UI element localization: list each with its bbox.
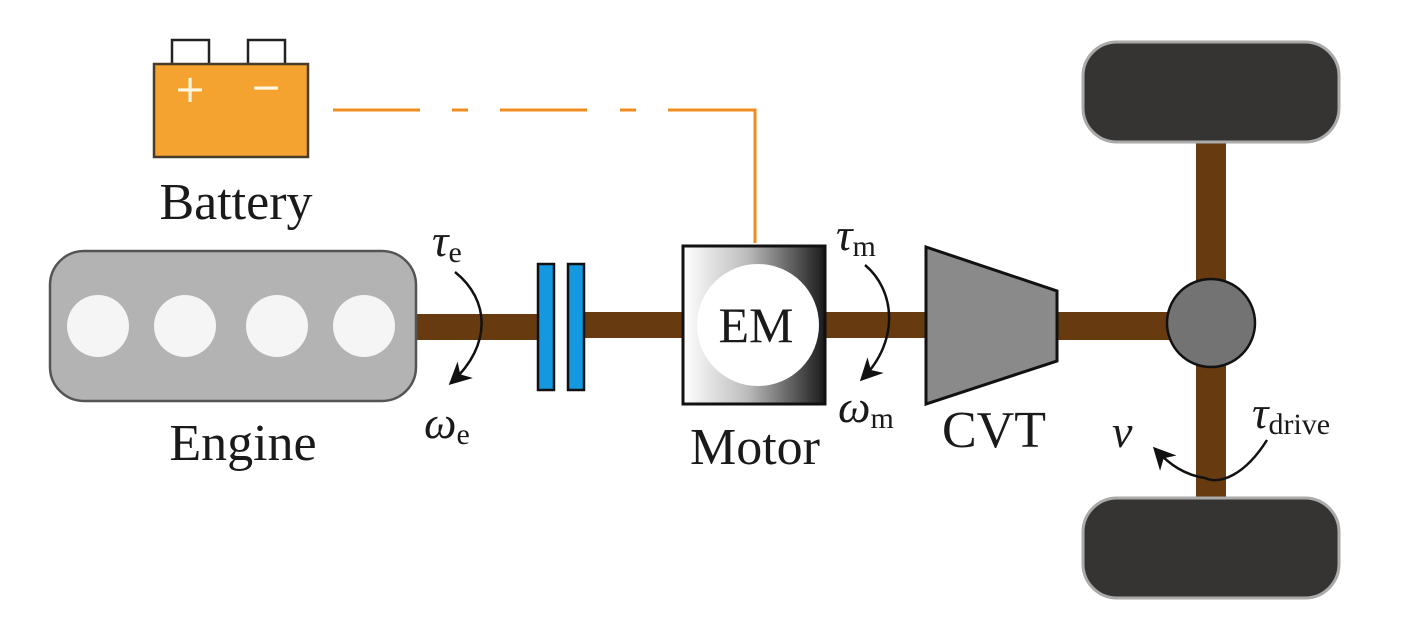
battery-minus-sign: − [250,65,282,109]
clutch-motor-shaft [584,312,684,338]
engine-block [48,249,418,403]
engine-rotation-arrow [448,271,483,386]
drive-rotation-arrow [1152,439,1269,482]
motor-rotation-arrow [859,264,891,382]
clutch-plate-right [566,262,586,392]
clutch-plate-left [536,262,556,392]
motor-cvt-shaft [824,312,928,338]
vehicle-velocity-symbol: v [1112,406,1133,457]
motor-label: Motor [690,419,820,476]
battery-terminal-positive [170,38,211,67]
engine [48,249,418,403]
motor-inner-label: EM [719,297,794,353]
motor-rotor [697,264,819,386]
drive-torque-symbol: τdrive [1252,387,1330,441]
engine-speed-symbol: ωe [424,397,470,451]
engine-clutch-shaft [412,314,538,340]
engine-label: Engine [169,415,316,472]
motor: EM [681,244,827,406]
battery-terminal-negative [246,38,287,67]
cvt-label: CVT [942,402,1046,459]
rear-wheel [1081,496,1341,600]
differential [1165,277,1257,369]
motor-torque-symbol: τm [836,209,876,263]
motor-speed-symbol: ωm [838,381,894,435]
clutch [536,262,586,392]
battery-motor-wire [333,108,757,243]
engine-cylinder [333,295,395,357]
engine-cylinder [154,295,216,357]
engine-torque-symbol: τe [432,215,462,269]
battery-label: Battery [159,174,312,231]
engine-cylinder [67,295,129,357]
battery: + − [152,38,310,159]
engine-cylinder [246,295,308,357]
cvt-differential-shaft [1056,312,1172,340]
battery-plus-sign: + [174,67,206,111]
cvt [924,244,1059,407]
front-wheel [1081,40,1341,144]
battery-body [152,62,310,159]
